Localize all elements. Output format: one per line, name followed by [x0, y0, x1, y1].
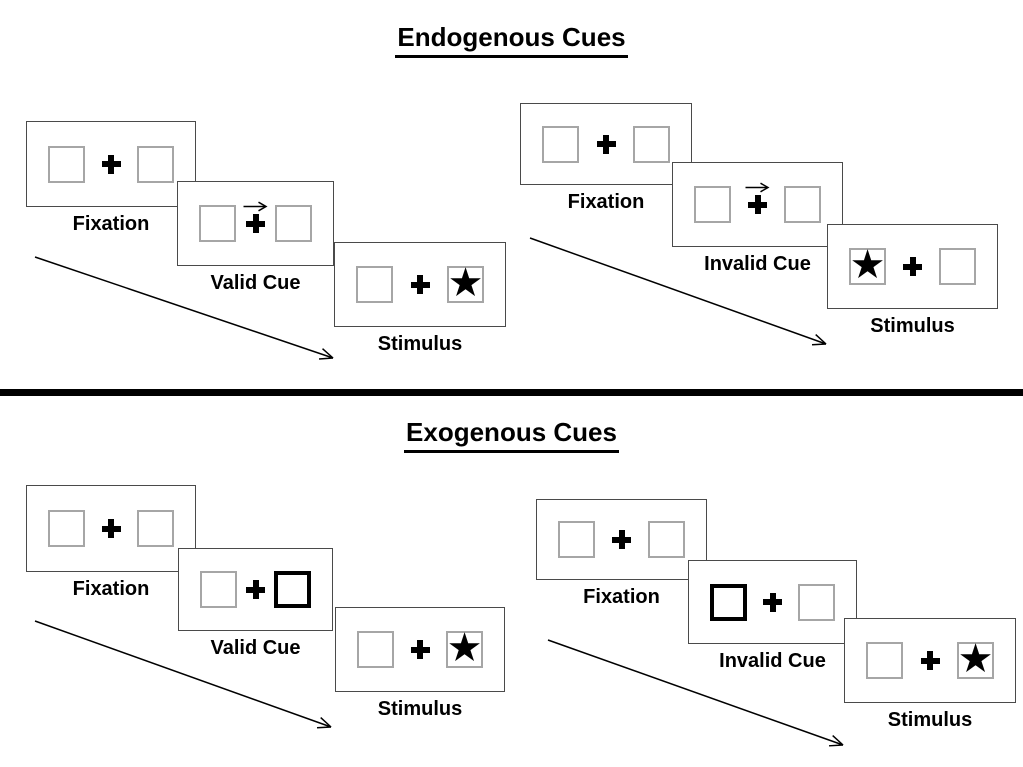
section-title-exogenous-text: Exogenous Cues — [404, 417, 619, 453]
section-divider — [0, 389, 1023, 396]
target-star-icon: ★ — [957, 636, 994, 681]
placeholder-square-left — [542, 125, 579, 163]
placeholder-square-right — [939, 248, 976, 285]
fixation-cross-icon — [763, 592, 782, 612]
trial-screen-content — [178, 201, 333, 242]
target-star-icon: ★ — [446, 625, 483, 670]
target-star-square-right: ★ — [957, 636, 994, 681]
fixation-cross-icon — [596, 134, 616, 154]
trial-screen-content — [521, 125, 691, 163]
fixation-center — [410, 275, 430, 294]
card-label: Fixation — [72, 578, 150, 600]
trial-screen-content — [689, 583, 856, 621]
trial-screen-content — [27, 510, 195, 547]
placeholder-square-right — [137, 510, 174, 547]
endogenous-valid-stimulus-card: ★ Stimulus — [334, 242, 506, 355]
placeholder-square-left — [199, 205, 236, 242]
cue-highlight-square-left — [710, 583, 747, 621]
fixation-cross-icon — [101, 519, 121, 538]
exogenous-invalid-invalid-cue-card: Invalid Cue — [688, 560, 857, 672]
placeholder-square-left — [200, 571, 237, 608]
card-label: Invalid Cue — [719, 650, 826, 672]
card-label: Invalid Cue — [704, 253, 811, 275]
exogenous-valid-valid-cue-card: Valid Cue — [178, 548, 333, 659]
endogenous-valid-valid-cue-card: Valid Cue — [177, 181, 334, 294]
cue-direction-arrow-icon — [243, 201, 268, 212]
endogenous-valid-fixation-card: Fixation — [26, 121, 196, 235]
fixation-center — [920, 651, 940, 670]
trial-screen-content — [179, 571, 332, 608]
placeholder-square-left — [694, 186, 731, 223]
exogenous-valid-stimulus-card: ★ Stimulus — [335, 607, 505, 720]
endogenous-invalid-fixation-card: Fixation — [520, 103, 692, 213]
section-title-endogenous: Endogenous Cues — [0, 22, 1023, 58]
card-label: Fixation — [567, 191, 645, 213]
fixation-cross-icon — [410, 640, 430, 659]
exogenous-invalid-fixation-card: Fixation — [536, 499, 707, 608]
placeholder-square-right — [633, 125, 670, 163]
card-label: Stimulus — [377, 698, 463, 720]
fixation-cross-icon — [246, 580, 265, 599]
fixation-center — [763, 592, 782, 612]
target-star-square-right: ★ — [446, 625, 483, 670]
fixation-center — [243, 201, 268, 233]
fixation-cross-icon — [410, 275, 430, 294]
placeholder-square-left — [866, 642, 903, 679]
placeholder-square-left — [357, 631, 394, 668]
fixation-cross-icon — [246, 214, 265, 233]
card-label: Fixation — [583, 586, 660, 608]
trial-screen-content: ★ — [335, 260, 505, 305]
fixation-center — [612, 530, 631, 549]
fixation-center — [246, 580, 265, 599]
fixation-center — [745, 182, 770, 214]
cue-direction-arrow-icon — [745, 182, 770, 193]
target-star-icon: ★ — [849, 242, 886, 287]
fixation-center — [596, 134, 616, 154]
trial-screen-content — [537, 521, 706, 558]
placeholder-square-right — [798, 583, 835, 621]
card-label: Stimulus — [377, 333, 463, 355]
exogenous-invalid-stimulus-card: ★ Stimulus — [844, 618, 1016, 731]
fixation-center — [903, 257, 922, 276]
exogenous-valid-fixation-card: Fixation — [26, 485, 196, 600]
card-label: Fixation — [72, 213, 150, 235]
placeholder-square-left — [356, 266, 393, 303]
card-label: Valid Cue — [210, 272, 301, 294]
card-label: Stimulus — [887, 709, 973, 731]
trial-screen-content: ★ — [336, 625, 504, 670]
fixation-center — [101, 519, 121, 538]
trial-screen-content: ★ — [845, 636, 1015, 681]
card-label: Stimulus — [870, 315, 955, 337]
fixation-cross-icon — [101, 154, 121, 174]
trial-screen-content — [27, 145, 195, 183]
endogenous-invalid-invalid-cue-card: Invalid Cue — [672, 162, 843, 275]
target-star-square-right: ★ — [447, 260, 484, 305]
target-star-icon: ★ — [447, 260, 484, 305]
trial-screen-content: ★ — [828, 242, 997, 287]
placeholder-square-left — [48, 510, 85, 547]
trial-screen-content — [673, 182, 842, 223]
cue-highlight-square-right — [274, 571, 311, 608]
placeholder-square-right — [784, 186, 821, 223]
placeholder-square-right — [648, 521, 685, 558]
endogenous-invalid-stimulus-card: ★ Stimulus — [827, 224, 998, 337]
fixation-center — [410, 640, 430, 659]
placeholder-square-right — [275, 205, 312, 242]
target-star-square-left: ★ — [849, 242, 886, 287]
placeholder-square-left — [48, 145, 85, 183]
placeholder-square-left — [558, 521, 595, 558]
fixation-cross-icon — [612, 530, 631, 549]
card-label: Valid Cue — [210, 637, 301, 659]
fixation-cross-icon — [903, 257, 922, 276]
placeholder-square-right — [137, 145, 174, 183]
section-title-endogenous-text: Endogenous Cues — [395, 22, 628, 58]
fixation-center — [101, 154, 121, 174]
fixation-cross-icon — [748, 195, 767, 214]
section-title-exogenous: Exogenous Cues — [0, 417, 1023, 453]
fixation-cross-icon — [920, 651, 940, 670]
